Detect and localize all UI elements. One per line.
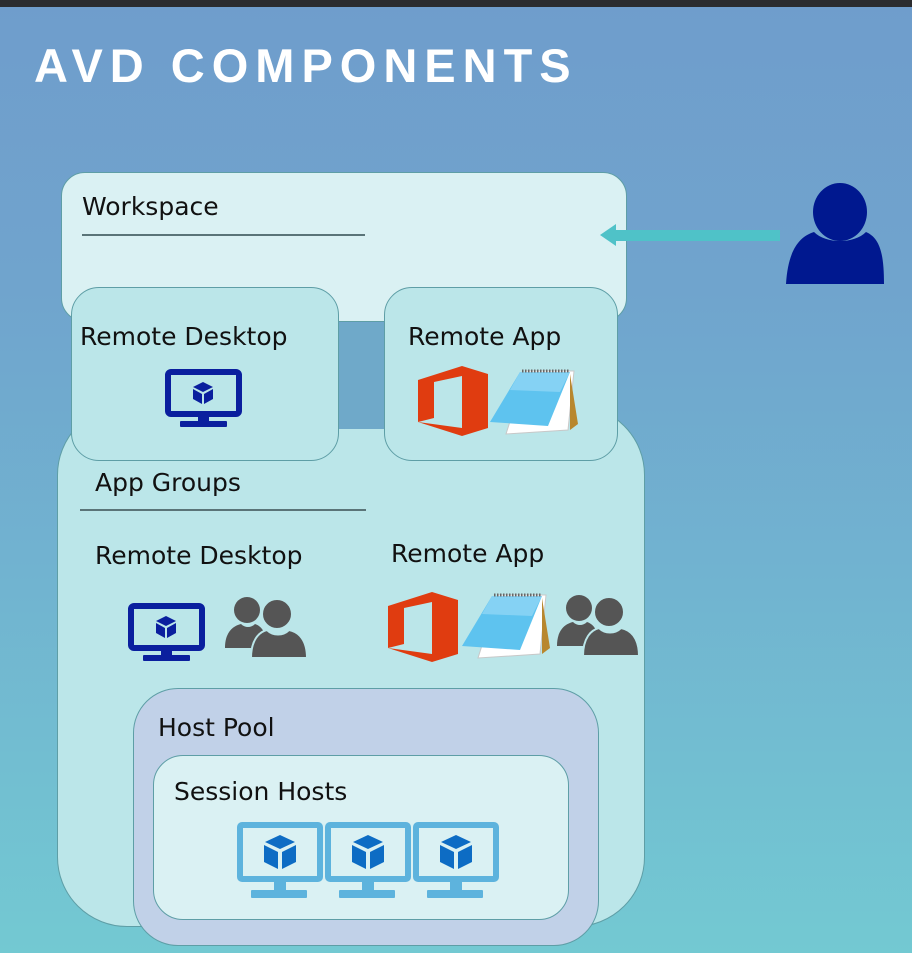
office-icon	[418, 366, 488, 436]
app-groups-remote-desktop-label: Remote Desktop	[95, 541, 303, 570]
vm-monitor-icon	[413, 822, 499, 898]
app-groups-remote-app-label: Remote App	[391, 539, 545, 568]
workspace-remote-desktop-label: Remote Desktop	[80, 322, 288, 351]
users-icon	[225, 597, 309, 659]
users-icon	[557, 595, 641, 657]
vm-monitor-icon	[325, 822, 411, 898]
monitor-cube-icon	[165, 369, 242, 427]
workspace-label: Workspace	[82, 192, 219, 221]
connector-band	[339, 323, 385, 429]
user-icon	[786, 183, 884, 284]
workspace-divider	[82, 234, 365, 236]
top-bar	[0, 0, 912, 7]
vm-monitor-icon	[237, 822, 323, 898]
workspace-remote-app-label: Remote App	[408, 322, 562, 351]
page-title: AVD COMPONENTS	[34, 39, 578, 92]
notepad-icon	[462, 593, 550, 659]
app-groups-divider	[80, 509, 366, 511]
session-hosts-label: Session Hosts	[174, 777, 348, 806]
host-pool-label: Host Pool	[158, 713, 275, 742]
app-groups-label: App Groups	[95, 468, 241, 497]
office-icon	[388, 592, 458, 662]
monitor-cube-icon	[128, 603, 205, 661]
notepad-icon	[490, 369, 578, 435]
arrow-left-icon	[600, 224, 780, 246]
workspace-remote-app-box	[384, 287, 618, 461]
